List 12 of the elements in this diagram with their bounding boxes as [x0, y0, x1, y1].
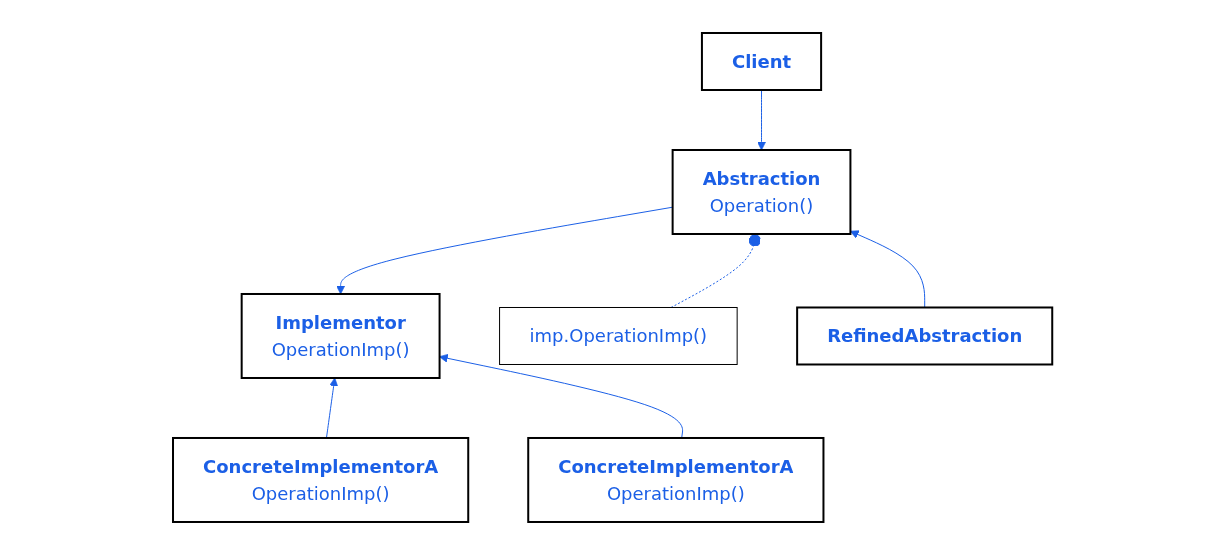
node-box: ConcreteImplementorA OperationImp()	[171, 436, 470, 523]
node-box: imp.OperationImp()	[498, 306, 738, 365]
node-box: Abstraction Operation()	[671, 148, 852, 235]
node-box: Client	[700, 31, 822, 91]
arrow	[336, 206, 673, 294]
node-box: Implementor OperationImp()	[240, 292, 441, 379]
arrow	[439, 353, 683, 438]
arrow	[849, 229, 926, 308]
arrow	[325, 377, 338, 438]
node-box: RefinedAbstraction	[796, 306, 1054, 365]
arrow	[757, 89, 766, 150]
node-box: ConcreteImplementorA OperationImp()	[527, 436, 825, 523]
